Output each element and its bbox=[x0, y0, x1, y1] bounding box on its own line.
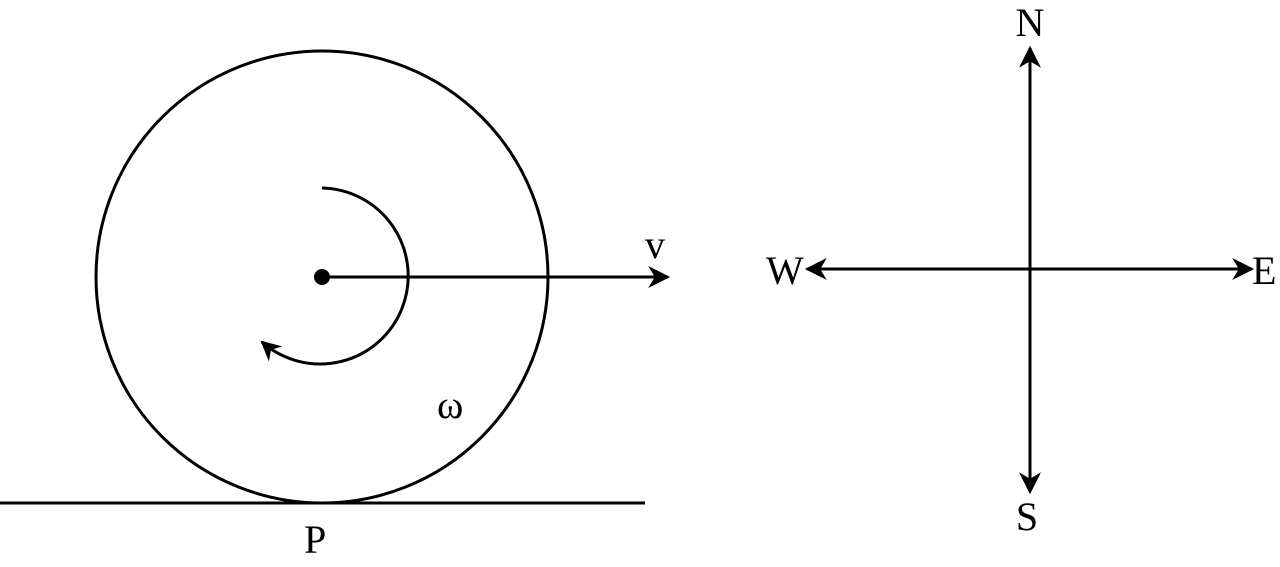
compass-north-label: N bbox=[1016, 0, 1045, 45]
rotation-arc-arrow bbox=[260, 186, 410, 366]
compass-west-label: W bbox=[766, 248, 804, 293]
compass-rose: N S E W bbox=[766, 0, 1276, 539]
compass-south-label: S bbox=[1016, 494, 1038, 539]
compass-east-label: E bbox=[1252, 248, 1276, 293]
angular-velocity-label: ω bbox=[437, 382, 463, 427]
contact-point-label: P bbox=[304, 517, 326, 562]
velocity-label: v bbox=[645, 222, 665, 267]
